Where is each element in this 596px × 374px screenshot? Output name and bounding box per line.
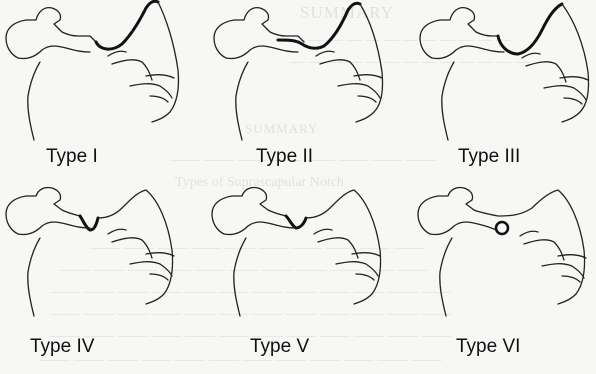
label-type-5: Type V xyxy=(250,336,309,358)
panel-type-3: Type III xyxy=(414,0,594,180)
panel-type-5: Type V xyxy=(206,186,386,366)
label-type-6: Type VI xyxy=(456,336,520,358)
scapula-type-6-drawing xyxy=(412,186,592,336)
panel-type-4: Type IV xyxy=(0,186,180,366)
label-type-1: Type I xyxy=(46,146,98,168)
foramen-circle xyxy=(496,222,508,234)
panel-type-2: Type II xyxy=(208,0,388,180)
label-type-2: Type II xyxy=(256,146,313,168)
panel-type-6: Type VI xyxy=(412,186,592,366)
scapula-type-2-drawing xyxy=(208,0,388,150)
scapula-type-4-drawing xyxy=(0,186,180,336)
scapula-type-1-drawing xyxy=(0,0,180,150)
label-type-3: Type III xyxy=(458,146,520,168)
label-type-4: Type IV xyxy=(30,336,94,358)
panel-type-1: Type I xyxy=(0,0,180,180)
scapula-type-5-drawing xyxy=(206,186,386,336)
scapula-type-3-drawing xyxy=(414,0,594,150)
